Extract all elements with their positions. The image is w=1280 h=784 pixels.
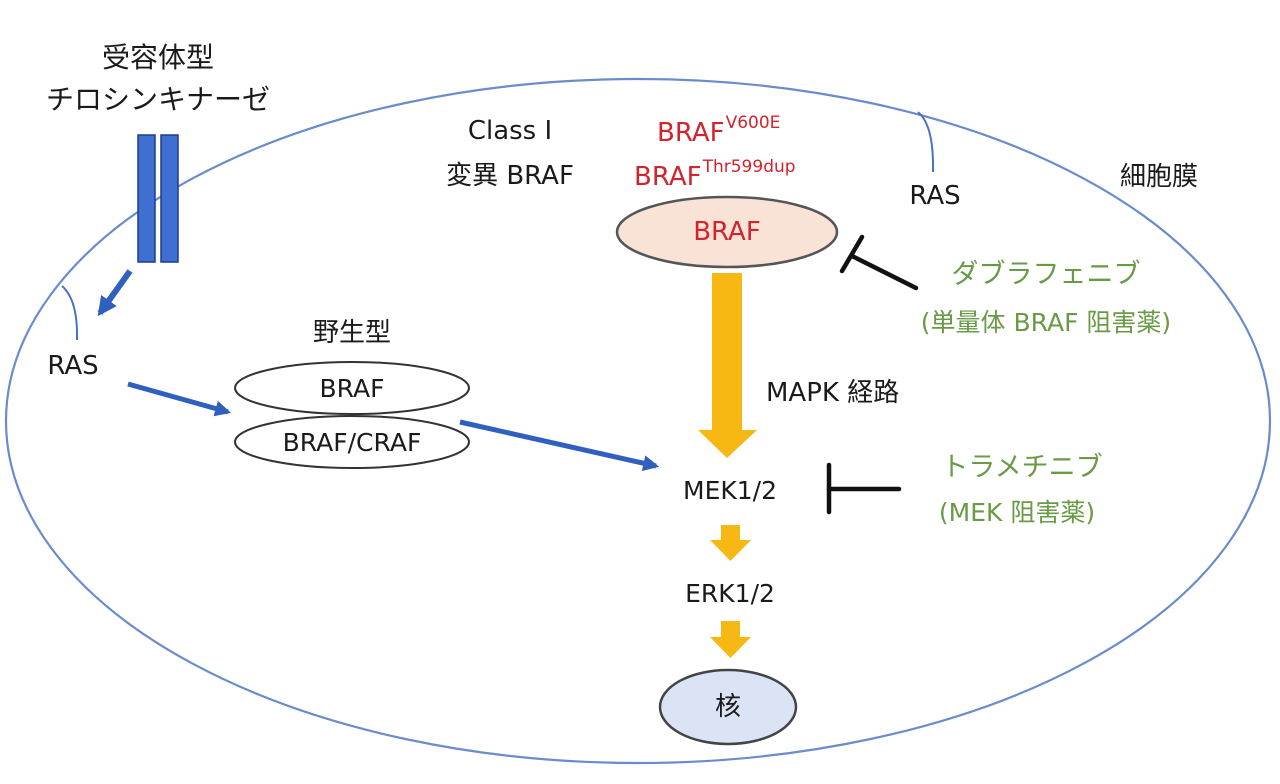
receptor-bar-right <box>160 134 179 263</box>
ras-left-anchor <box>61 285 79 341</box>
class-label-line2: 変異 BRAF <box>446 161 574 191</box>
nucleus-node <box>658 668 798 746</box>
ras-left-label: RAS <box>47 351 99 381</box>
arrow-mek-to-erk <box>710 525 751 561</box>
wildtype-label: 野生型 <box>312 318 392 348</box>
receptor-label-line2: チロシンキナーゼ <box>45 83 271 116</box>
inhibitor-braf-bar <box>839 234 865 274</box>
arrow-receptor-to-ras <box>97 269 133 317</box>
arrow-ras-to-wildtype <box>127 381 232 417</box>
drug-trametinib: トラメチニブ <box>941 452 1103 483</box>
ras-right-anchor <box>917 111 935 173</box>
wildtype-braf-craf-label: BRAF/CRAF <box>282 428 422 457</box>
arrow-erk-to-nucleus <box>710 621 751 658</box>
drug-trametinib-note: (MEK 阻害薬) <box>938 498 1096 527</box>
drug-dabrafenib: ダブラフェニブ <box>951 259 1141 290</box>
ras-right-label: RAS <box>909 181 961 211</box>
inhibitor-braf-stem <box>849 253 919 291</box>
wildtype-braf-craf-node <box>234 415 470 469</box>
arrow-wildtype-to-mek <box>459 419 660 472</box>
membrane-label: 細胞膜 <box>1120 162 1199 192</box>
mutation-v600e: BRAFV600E <box>657 113 781 148</box>
mutant-braf-label: BRAF <box>693 217 761 247</box>
receptor-label-line1: 受容体型 <box>101 41 215 74</box>
mek-label: MEK1/2 <box>683 476 777 505</box>
mutation-sup: Thr599dup <box>702 157 796 177</box>
mutation-sup: V600E <box>725 113 781 133</box>
wildtype-braf-node <box>234 361 470 415</box>
mutant-braf-node <box>615 195 839 269</box>
drug-dabrafenib-note: (単量体 BRAF 阻害薬) <box>920 308 1172 337</box>
mapk-pathway-label: MAPK 経路 <box>766 378 900 408</box>
mutation-thr599dup: BRAFThr599dup <box>634 157 796 192</box>
mutation-base: BRAF <box>657 118 725 148</box>
class-label-line1: Class I <box>467 116 553 146</box>
wildtype-braf-label: BRAF <box>319 374 385 403</box>
mutation-base: BRAF <box>634 162 702 192</box>
nucleus-label: 核 <box>714 692 742 722</box>
receptor-bar-left <box>137 134 156 263</box>
cell-membrane <box>4 77 1272 765</box>
erk-label: ERK1/2 <box>685 579 775 608</box>
mapk-arrow <box>698 273 757 458</box>
